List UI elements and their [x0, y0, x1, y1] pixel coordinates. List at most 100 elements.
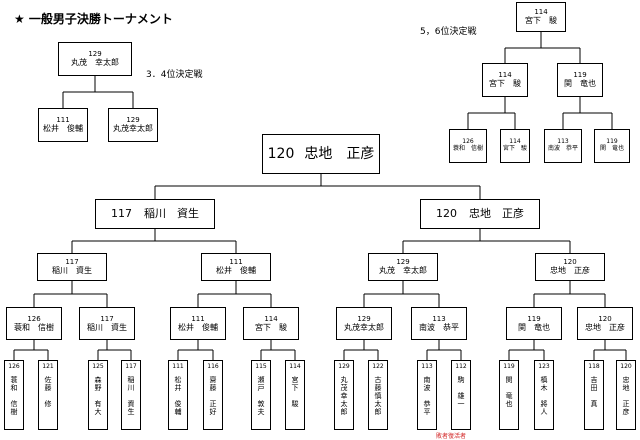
- page-title: ★ 一般男子決勝トーナメント: [14, 12, 173, 26]
- first-round-box: 121 佐藤 修: [38, 360, 58, 430]
- first-round-box: 125 森野 有大: [88, 360, 108, 430]
- fifth-place-player-number: 113: [557, 138, 569, 146]
- fifth-place-label: 5，6位決定戦: [420, 27, 477, 37]
- third-place-player-number: 129: [126, 116, 140, 125]
- quarterfinal-box: 120 忠地 正彦: [535, 253, 605, 281]
- first-round-name: 森野 有大: [94, 375, 103, 416]
- round16-number: 126: [27, 314, 41, 323]
- first-round-box: 120 忠地 正彦: [616, 360, 636, 430]
- first-round-number: 118: [588, 363, 600, 370]
- first-round-box: 114 宮下 駿: [285, 360, 305, 430]
- champion-box: 120 忠地 正彦: [262, 134, 380, 174]
- round16-number: 119: [527, 314, 541, 323]
- first-round-name: 丸茂幸太郎: [340, 375, 349, 416]
- quarterfinal-number: 111: [229, 258, 243, 267]
- fifth-place-player-number: 119: [606, 138, 618, 146]
- round16-name: 忠地 正彦: [585, 322, 625, 332]
- fifth-place-semi-number: 119: [573, 71, 587, 80]
- first-round-number: 120: [620, 363, 632, 370]
- third-place-label: 3．4位決定戦: [146, 70, 203, 80]
- first-round-number: 111: [172, 363, 184, 370]
- first-round-number: 119: [503, 363, 515, 370]
- round16-number: 114: [264, 314, 278, 323]
- first-round-number: 126: [8, 363, 20, 370]
- third-place-player-name: 丸茂幸太郎: [113, 124, 153, 134]
- round16-name: 南波 恭平: [419, 322, 459, 332]
- round16-box: 126 蓑和 信樹: [6, 307, 62, 340]
- first-round-number: 123: [538, 363, 550, 370]
- fifth-place-player-number: 126: [462, 138, 474, 146]
- round16-name: 丸茂幸太郎: [344, 322, 384, 332]
- round16-box: 120 忠地 正彦: [577, 307, 633, 340]
- first-round-name: 忠地 正彦: [622, 375, 631, 416]
- first-round-box: 119 関 竜也: [499, 360, 519, 430]
- semifinal-name: 稲川 資生: [144, 206, 199, 220]
- first-round-number: 112: [455, 363, 467, 370]
- quarterfinal-number: 117: [65, 258, 79, 267]
- third-place-winner-number: 129: [88, 50, 102, 59]
- third-place-winner-name: 丸茂 幸太郎: [71, 58, 119, 68]
- fifth-place-player-box: 126 蓑和 信樹: [449, 129, 487, 163]
- first-round-box: 129 丸茂幸太郎: [334, 360, 354, 430]
- champion-number: 120: [267, 145, 295, 162]
- quarterfinal-name: 丸茂 幸太郎: [379, 266, 427, 276]
- round16-name: 稲川 資生: [87, 322, 127, 332]
- round16-box: 129 丸茂幸太郎: [336, 307, 392, 340]
- first-round-name: 南波 恭平: [423, 375, 432, 416]
- repechage-label: 敗者復活者: [436, 433, 467, 440]
- semifinal-box: 117 稲川 資生: [95, 199, 215, 229]
- round16-box: 119 関 竜也: [506, 307, 562, 340]
- first-round-name: 吉田 真: [590, 375, 599, 408]
- first-round-box: 113 南波 恭平: [417, 360, 437, 430]
- fifth-place-player-number: 114: [509, 138, 521, 146]
- first-round-name: 松井 俊輔: [174, 375, 183, 416]
- first-round-box: 118 吉田 真: [584, 360, 604, 430]
- first-round-number: 114: [289, 363, 301, 370]
- semifinal-name: 忠地 正彦: [469, 206, 524, 220]
- first-round-number: 116: [207, 363, 219, 370]
- first-round-name: 駒 雄一: [457, 375, 466, 408]
- fifth-place-player-box: 114 宮下 駿: [500, 129, 530, 163]
- quarterfinal-name: 稲川 資生: [52, 266, 92, 276]
- fifth-place-semi-box: 119 関 竜也: [557, 63, 603, 97]
- round16-name: 宮下 駿: [255, 322, 287, 332]
- fifth-place-player-name: 蓑和 信樹: [452, 145, 483, 152]
- fifth-place-player-box: 113 南波 恭平: [544, 129, 582, 163]
- round16-number: 129: [357, 314, 371, 323]
- first-round-box: 123 槙木 將人: [534, 360, 554, 430]
- round16-box: 113 南波 恭平: [411, 307, 467, 340]
- first-round-name: 佐藤 修: [44, 375, 53, 408]
- first-round-box: 116 齋藤 正好: [203, 360, 223, 430]
- quarterfinal-number: 129: [396, 258, 410, 267]
- first-round-box: 115 瀬戸 敦夫: [251, 360, 271, 430]
- first-round-name: 宮下 駿: [291, 375, 300, 408]
- first-round-box: 126 蓑和 信樹: [4, 360, 24, 430]
- fifth-place-player-name: 南波 恭平: [547, 145, 578, 152]
- semifinal-number: 120: [436, 206, 457, 220]
- fifth-place-winner-box: 114 宮下 駿: [516, 2, 566, 32]
- first-round-number: 129: [338, 363, 350, 370]
- first-round-name: 瀬戸 敦夫: [257, 375, 266, 416]
- round16-name: 松井 俊輔: [178, 322, 218, 332]
- first-round-number: 113: [421, 363, 433, 370]
- first-round-number: 121: [42, 363, 54, 370]
- fifth-place-player-box: 119 関 竜也: [594, 129, 630, 163]
- first-round-name: 稲川 資生: [127, 375, 136, 416]
- semifinal-box: 120 忠地 正彦: [420, 199, 540, 229]
- third-place-player-number: 111: [56, 116, 70, 125]
- first-round-name: 蓑和 信樹: [10, 375, 19, 416]
- round16-name: 蓑和 信樹: [14, 322, 54, 332]
- first-round-box: 112 駒 雄一: [451, 360, 471, 430]
- quarterfinal-box: 129 丸茂 幸太郎: [368, 253, 438, 281]
- fifth-place-semi-name: 関 竜也: [564, 79, 596, 89]
- fifth-place-winner-name: 宮下 駿: [525, 16, 557, 26]
- third-place-player-box: 111 松井 俊輔: [38, 108, 88, 142]
- fifth-place-semi-number: 114: [498, 71, 512, 80]
- round16-name: 関 竜也: [518, 322, 550, 332]
- semifinal-number: 117: [111, 206, 132, 220]
- first-round-box: 117 稲川 資生: [121, 360, 141, 430]
- round16-box: 117 稲川 資生: [79, 307, 135, 340]
- quarterfinal-box: 111 松井 俊輔: [201, 253, 271, 281]
